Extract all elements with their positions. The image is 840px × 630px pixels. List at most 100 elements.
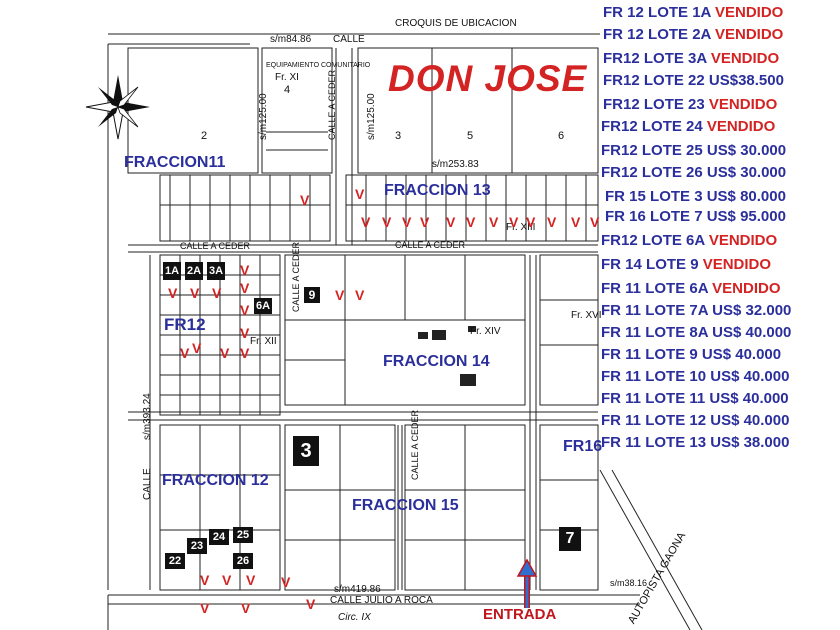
- fraccion-12-short-label: FR12: [164, 315, 206, 334]
- sale-fraction-code: FR 11: [601, 346, 642, 363]
- calle-ceder-label-1: CALLE A CEDER: [395, 240, 466, 250]
- estate-title: DON JOSE: [388, 58, 588, 99]
- lot-tag-6a: 6A: [254, 298, 272, 314]
- sale-price: US$38.500: [708, 72, 784, 89]
- sold-mark: V: [547, 214, 557, 230]
- sale-fraction-code: FR 11: [601, 390, 642, 407]
- sale-lot: LOTE 26: [641, 164, 703, 181]
- sold-mark: V: [240, 280, 250, 296]
- sold-mark: V: [361, 214, 371, 230]
- sold-mark: V: [446, 214, 456, 230]
- building-markers: [418, 326, 476, 386]
- sale-row: FR 11 LOTE 7A US$ 32.000: [601, 302, 791, 319]
- street-measure-3816: s/m38.16: [610, 578, 648, 588]
- street-top-label: CALLE: [333, 34, 365, 45]
- sale-lot: LOTE 22: [643, 72, 705, 89]
- lot-tag-2a: 2A: [185, 262, 203, 280]
- sale-lot: LOTE 9: [645, 346, 698, 363]
- sale-price: US$ 32.000: [712, 302, 792, 319]
- fr-xvi-label: Fr. XVI: [571, 310, 602, 321]
- sold-mark: V: [335, 287, 345, 303]
- sold-mark: V: [355, 186, 365, 202]
- parcel-4: 4: [284, 84, 291, 96]
- sale-price: US$ 40.000: [710, 368, 790, 385]
- lot-tag-22: 22: [165, 553, 185, 569]
- sale-fraction-code: FR 11: [601, 412, 642, 429]
- sale-row: FR 12 LOTE 2A VENDIDO: [603, 26, 783, 43]
- sale-fraction-code: FR 11: [601, 368, 642, 385]
- sale-status-sold: VENDIDO: [706, 118, 776, 135]
- sale-fraction-code: FR 11: [601, 302, 642, 319]
- street-measure-25383: s/m253.83: [432, 159, 479, 170]
- sale-lot: LOTE 3: [650, 188, 703, 205]
- sale-row: FR12 LOTE 23 VENDIDO: [603, 96, 777, 113]
- lot-tag-3: 3: [293, 436, 319, 466]
- sale-status-sold: VENDIDO: [708, 232, 778, 249]
- sale-lot: LOTE 10: [645, 368, 707, 385]
- sale-row: FR 11 LOTE 9 US$ 40.000: [601, 346, 781, 363]
- sale-lot: LOTE 7A: [645, 302, 708, 319]
- fr-xiv-label: Fr. XIV: [470, 326, 501, 337]
- sale-lot: LOTE 6A: [645, 280, 708, 297]
- sold-mark: V: [355, 287, 365, 303]
- sold-mark: V: [281, 574, 291, 590]
- parcel-3: 3: [395, 130, 402, 142]
- sale-fraction-code: FR 11: [601, 324, 642, 341]
- street-measure-125a: s/m125.00: [258, 93, 269, 140]
- sold-mark: V: [200, 572, 210, 588]
- sale-price: US$ 40.000: [710, 412, 790, 429]
- sale-row: FR12 LOTE 26 US$ 30.000: [601, 164, 786, 181]
- sale-fraction-code: FR 11: [601, 434, 642, 451]
- sale-price: US$ 40.000: [709, 390, 789, 407]
- sale-fraction-code: FR 15: [605, 188, 646, 205]
- sold-mark: V: [571, 214, 581, 230]
- sale-row: FR 11 LOTE 8A US$ 40.000: [601, 324, 791, 341]
- sale-price: US$ 40.000: [712, 324, 792, 341]
- sale-row: FR12 LOTE 25 US$ 30.000: [601, 142, 786, 159]
- sale-lot: LOTE 7: [650, 208, 703, 225]
- sold-mark: V: [246, 572, 256, 588]
- fraccion-12-label: FRACCION 12: [162, 472, 269, 489]
- sale-price: US$ 30.000: [706, 164, 787, 181]
- entrance-label: ENTRADA: [483, 606, 557, 623]
- street-measure-39324: s/m393.24: [142, 393, 153, 440]
- street-roca-label: CALLE JULIO A ROCA: [330, 595, 433, 606]
- sale-status-sold: VENDIDO: [710, 50, 780, 67]
- sold-mark: V: [420, 214, 430, 230]
- sale-price: US$ 30.000: [706, 142, 787, 159]
- sale-row: FR 11 LOTE 6A VENDIDO: [601, 280, 781, 297]
- sale-row: FR 16 LOTE 7 US$ 95.000: [605, 208, 786, 225]
- parcel-6: 6: [558, 130, 565, 142]
- sold-mark: V: [402, 214, 412, 230]
- sale-row: FR 11 LOTE 12 US$ 40.000: [601, 412, 789, 429]
- sale-fraction-code: FR12: [601, 142, 638, 159]
- sale-row: FR 11 LOTE 11 US$ 40.000: [601, 390, 789, 407]
- sale-lot: LOTE 23: [643, 96, 705, 113]
- sale-fraction-code: FR 16: [605, 208, 646, 225]
- lot-tag-9: 9: [304, 287, 320, 303]
- sold-mark: V: [220, 345, 230, 361]
- street-top-measure: s/m84.86: [270, 34, 312, 45]
- sale-price: US$ 38.000: [710, 434, 790, 451]
- equipamiento-label: EQUIPAMIENTO COMUNITARIO: [266, 62, 371, 69]
- fraccion-13-label: FRACCION 13: [384, 182, 491, 199]
- fraccion-16-label: FR16: [563, 438, 603, 455]
- street-measure-125b: s/m125.00: [366, 93, 377, 140]
- sold-mark: V: [300, 192, 310, 208]
- sale-fraction-code: FR 12: [603, 4, 644, 21]
- sale-fraction-code: FR12: [603, 72, 640, 89]
- sale-price: US$ 95.000: [706, 208, 786, 225]
- sale-lot: LOTE 3A: [643, 50, 707, 67]
- sold-mark: V: [212, 285, 222, 301]
- sale-lot: LOTE 11: [645, 390, 706, 407]
- sold-mark: V: [240, 302, 250, 318]
- sold-mark: V: [382, 214, 392, 230]
- sale-lot: LOTE 2A: [648, 26, 711, 43]
- lot-tag-1a: 1A: [163, 262, 181, 280]
- fr-xiii-label: Fr. XIII: [506, 222, 536, 233]
- sale-fraction-code: FR12: [601, 164, 638, 181]
- parcel-5: 5: [467, 130, 474, 142]
- sold-mark: V: [509, 214, 519, 230]
